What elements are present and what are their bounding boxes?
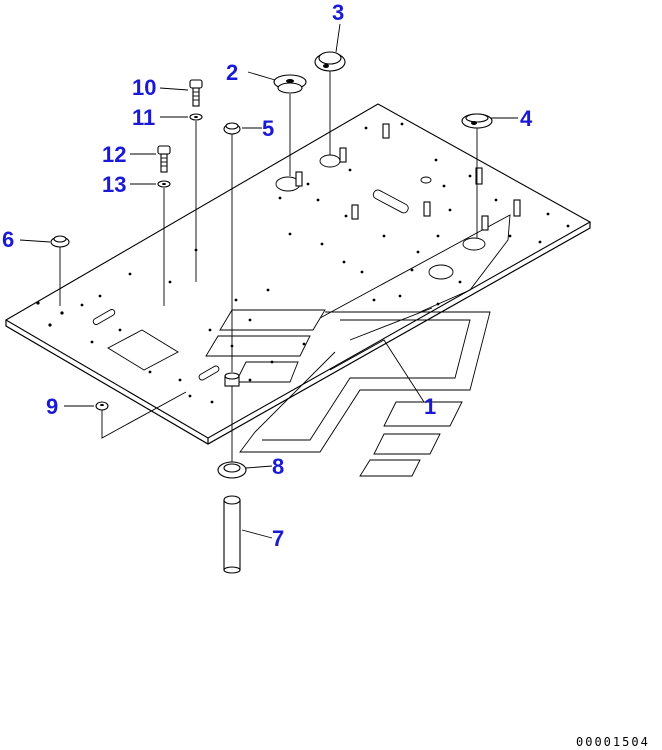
callout-13: 13 [102,172,126,197]
callout-7: 7 [272,526,284,551]
callout-2: 2 [226,60,238,85]
callout-12: 12 [102,142,126,167]
grommet-part-2 [273,74,307,176]
callout-1: 1 [424,394,436,419]
leader-lines [19,23,518,539]
callouts: 1 2 3 4 5 6 7 8 9 10 11 12 13 [2,0,533,551]
plate-holes [36,122,570,404]
bolt-part-12 [157,145,171,173]
bolt-part-10 [189,79,203,107]
callout-4: 4 [520,106,533,131]
cap-part-3 [314,51,346,155]
plate-studs [295,123,521,231]
floor-plate [4,103,592,445]
washer-part-13 [157,180,171,306]
cap-part-4 [461,113,493,238]
background-lettering [205,309,491,477]
callout-5: 5 [262,116,274,141]
callout-9: 9 [46,394,58,419]
collar-part-8 [217,372,247,479]
plug-part-5 [223,122,241,372]
pipe-part-7 [223,495,241,574]
drawing-code: 00001504 [576,735,650,749]
callout-10: 10 [132,75,156,100]
callout-6: 6 [2,227,14,252]
washer-part-11 [189,113,203,282]
plug-part-6 [50,235,70,306]
nut-part-9 [95,391,187,439]
callout-3: 3 [332,0,344,25]
callout-8: 8 [272,454,284,479]
callout-11: 11 [132,105,155,130]
